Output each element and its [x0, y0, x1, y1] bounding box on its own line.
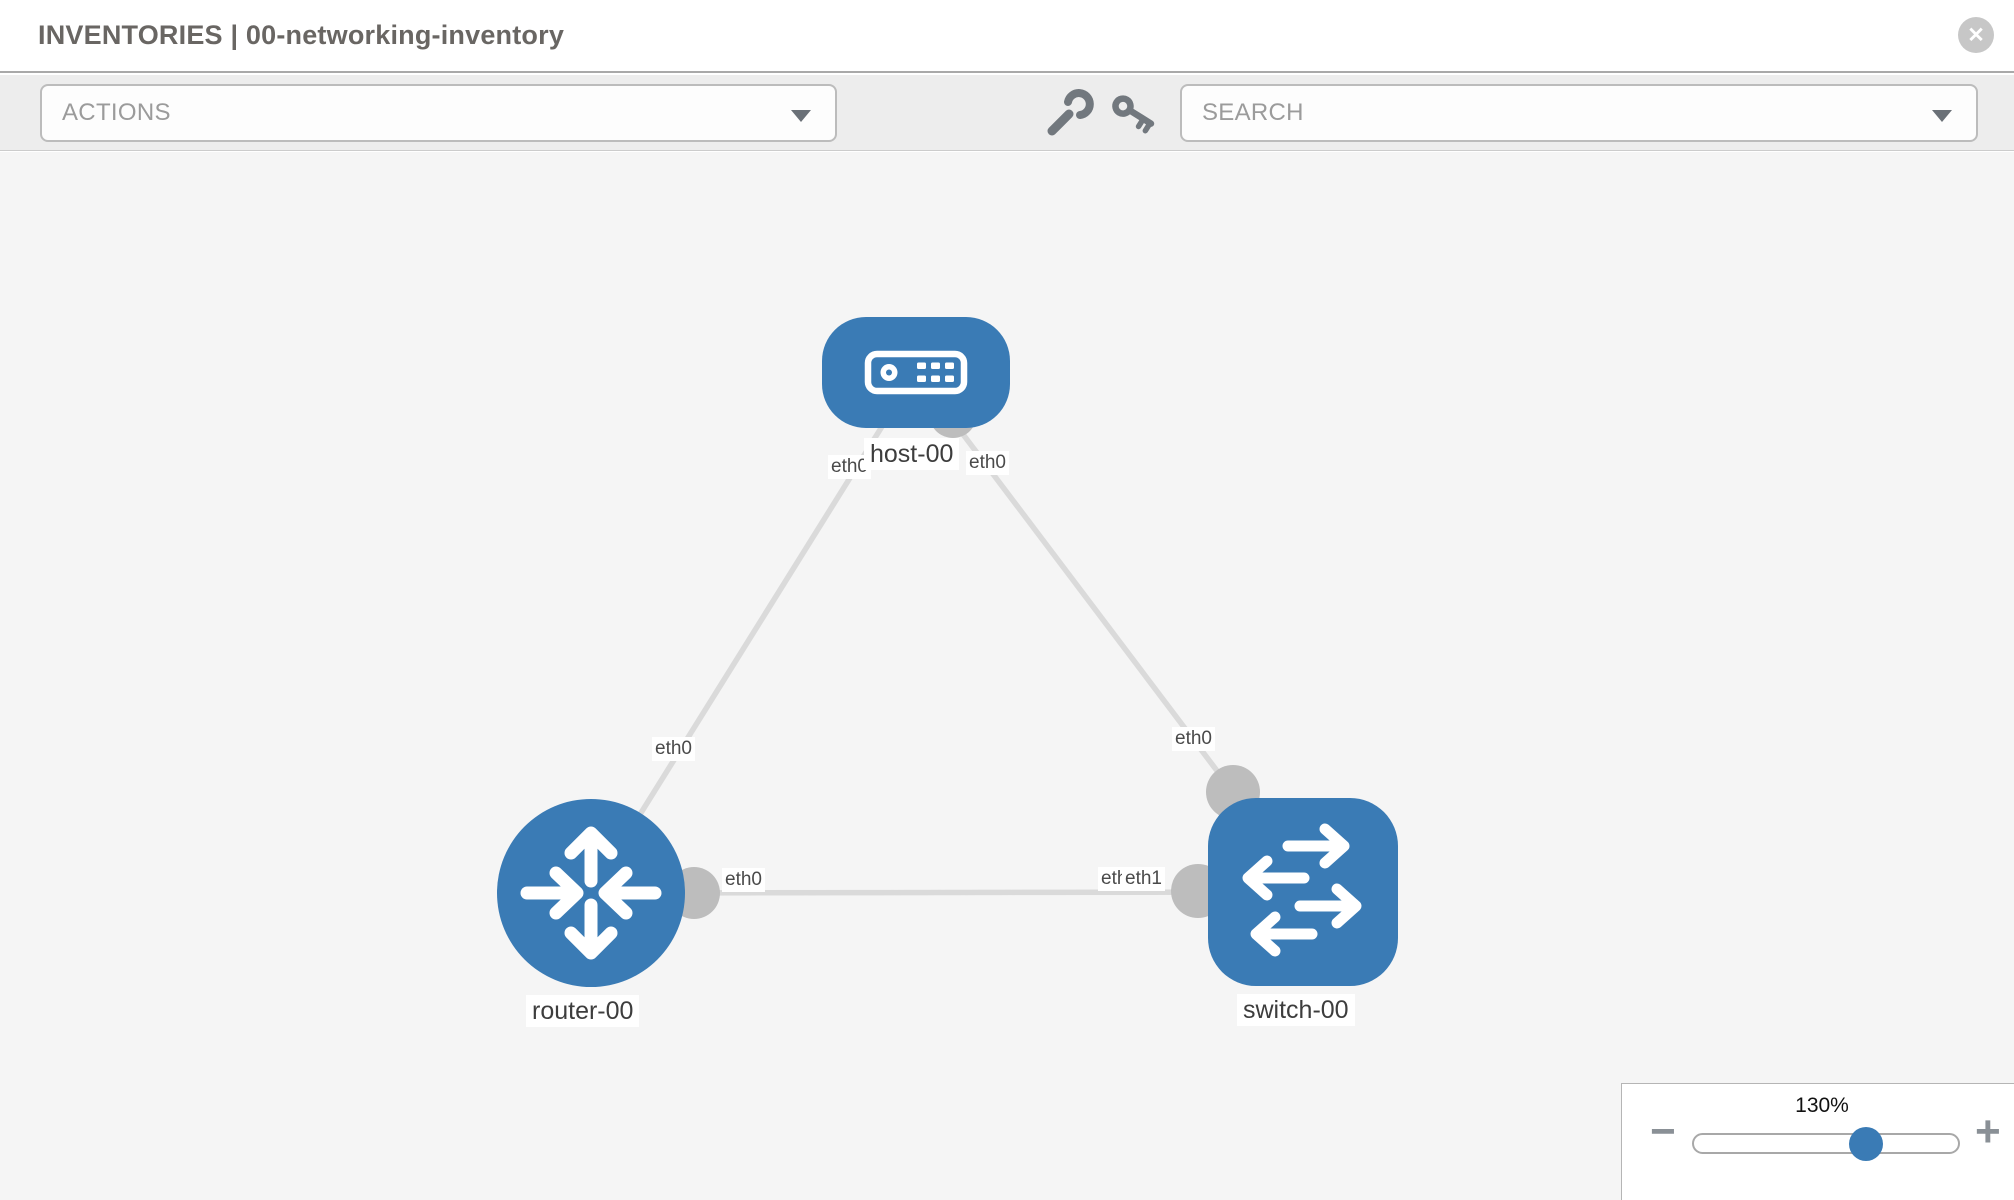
- node-label-switch-00: switch-00: [1237, 994, 1355, 1026]
- zoom-in-button[interactable]: +: [1975, 1107, 2001, 1156]
- interface-label-router-link-eth0: eth0: [652, 737, 695, 761]
- node-label-router-00: router-00: [526, 995, 640, 1027]
- switch-arrows-icon: [1242, 823, 1362, 957]
- port-layer: [668, 390, 1260, 919]
- interface-label-switch-eth1: eth1: [1122, 867, 1165, 891]
- close-icon: ✕: [1967, 23, 1985, 47]
- page-title: INVENTORIES | 00-networking-inventory: [38, 20, 565, 50]
- router-arrows-icon: [520, 826, 662, 960]
- wrench-icon[interactable]: [1042, 89, 1094, 141]
- topology-graph: [497, 317, 1398, 987]
- window-header: INVENTORIES | 00-networking-inventory ✕: [0, 0, 2014, 73]
- zoom-level-value: 130%: [1795, 1094, 1849, 1117]
- interface-label-host-eth0-right: eth0: [966, 451, 1009, 475]
- actions-dropdown-label: ACTIONS: [62, 99, 171, 126]
- node-router-00[interactable]: [497, 799, 685, 987]
- node-label-host-00: host-00: [864, 438, 960, 470]
- zoom-out-button[interactable]: −: [1650, 1107, 1676, 1156]
- node-switch-00[interactable]: [1208, 798, 1398, 986]
- search-dropdown[interactable]: SEARCH: [1180, 84, 1978, 142]
- chevron-down-icon: [791, 110, 811, 122]
- interface-label-router-eth0: eth0: [722, 868, 765, 892]
- actions-dropdown[interactable]: ACTIONS: [40, 84, 837, 142]
- close-button[interactable]: ✕: [1958, 17, 1994, 53]
- key-icon[interactable]: [1108, 89, 1160, 141]
- toolbar: ACTIONS SEARCH: [0, 75, 2014, 151]
- search-input: SEARCH: [1202, 99, 1304, 126]
- interface-label-host-eth0-left: eth0: [828, 455, 871, 479]
- topology-canvas[interactable]: [0, 152, 2014, 1200]
- chevron-down-icon: [1932, 110, 1952, 122]
- server-icon: [864, 350, 968, 395]
- interface-label-switch-eth0: eth0: [1172, 727, 1215, 751]
- link-host-switch: [913, 370, 1236, 794]
- zoom-slider-thumb[interactable]: [1849, 1127, 1883, 1161]
- zoom-slider-track[interactable]: [1692, 1127, 1960, 1161]
- node-host-00[interactable]: [822, 317, 1010, 428]
- zoom-panel: 130% − +: [1621, 1083, 2014, 1200]
